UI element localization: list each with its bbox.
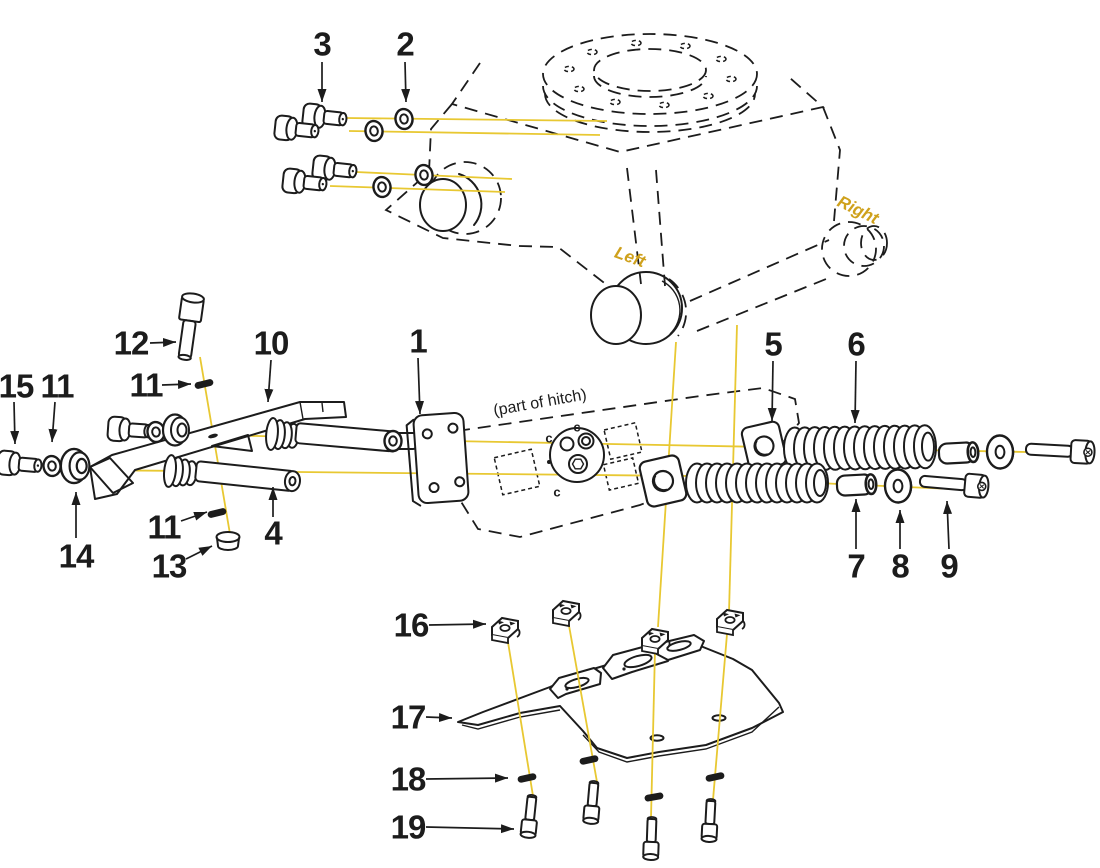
spring-6-lower: [685, 462, 829, 504]
callout-3: 3: [313, 26, 331, 63]
oring-18: [644, 792, 664, 802]
bolt-19: [642, 815, 661, 862]
hitch-housing-outline: [384, 33, 888, 345]
right-pivot-lug: [821, 221, 888, 277]
callout-2: 2: [396, 26, 414, 63]
center-plate-assembly: [383, 411, 605, 507]
bushing-14: [59, 447, 91, 485]
left-side-label: Left: [612, 243, 649, 272]
callout-8: 8: [891, 548, 909, 585]
callout-11: 11: [148, 509, 182, 546]
callout-11: 11: [41, 368, 75, 405]
callout-numbers: 3 2 12 10 11 15 11 1 5 6 14 11 13 4 7 8 …: [0, 26, 959, 846]
bushing-14: [161, 413, 191, 447]
bolt-19: [700, 797, 720, 844]
c-mark: c: [573, 420, 580, 435]
bolt-9: [1024, 436, 1097, 466]
pivot-pin-4: [193, 460, 302, 493]
callout-1: 1: [409, 323, 427, 360]
plate-tab-3: [652, 634, 705, 661]
washer-11: [40, 453, 64, 479]
callout-15: 15: [0, 368, 34, 405]
lift-arm-assembly: [0, 291, 402, 551]
callout-10: 10: [254, 325, 289, 362]
bolt-19: [519, 793, 541, 840]
callout-6: 6: [847, 326, 865, 363]
washer-2: [392, 106, 416, 132]
mount-plate-1: [405, 411, 470, 507]
callout-5: 5: [764, 326, 782, 363]
skid-plate: [457, 634, 784, 763]
cap-nut-13: [215, 531, 241, 551]
left-pivot-lug: [590, 271, 688, 345]
spacer-7: [937, 440, 980, 466]
rod-and-washer: [383, 429, 417, 453]
washer-8: [883, 467, 914, 505]
callout-leaders: [10, 61, 953, 834]
anchor-plate: [637, 452, 689, 510]
bolt-15: [106, 415, 154, 445]
spring-assembly: [637, 419, 1097, 510]
washer-2: [370, 174, 394, 200]
bolt-19: [581, 779, 603, 826]
clip-nut-16: [552, 600, 582, 627]
oring-18: [579, 754, 599, 766]
callout-13: 13: [152, 548, 187, 585]
flange-bolt-holes: [563, 39, 737, 109]
hitch-hub: [547, 427, 605, 483]
callout-17: 17: [391, 699, 426, 736]
callout-9: 9: [940, 548, 958, 585]
bolt-12: [172, 291, 206, 363]
pin-bushing: [161, 453, 200, 491]
clip-nut-16: [716, 609, 746, 636]
callout-18: 18: [391, 761, 426, 798]
callout-14: 14: [59, 538, 95, 575]
washer-8: [985, 433, 1016, 471]
callout-7: 7: [847, 548, 864, 585]
callout-11: 11: [130, 367, 164, 404]
callout-19: 19: [391, 809, 426, 846]
spacer-7: [835, 472, 878, 498]
arm-bracket-10: [89, 401, 347, 500]
callout-16: 16: [394, 607, 429, 644]
oring-18: [517, 772, 537, 784]
callout-4: 4: [264, 515, 283, 552]
callout-12: 12: [114, 325, 149, 362]
oring-11: [206, 507, 228, 519]
bolt-9: [917, 468, 991, 500]
bolt-15: [0, 449, 44, 479]
c-mark: c: [553, 485, 560, 500]
washer-2: [362, 118, 386, 144]
c-mark: c: [545, 431, 552, 446]
spring-6-upper: [782, 424, 938, 472]
plate-tab-1: [549, 667, 602, 699]
clip-nut-16: [491, 617, 521, 644]
left-port-boss: [419, 178, 467, 232]
